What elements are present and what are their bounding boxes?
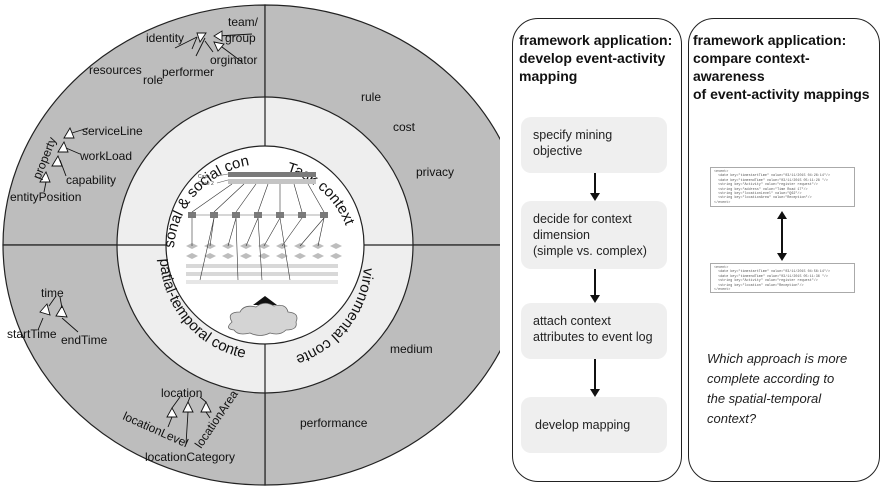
attr-team-group-2: group <box>225 31 256 45</box>
panel2-title-line1: framework application: <box>693 32 847 48</box>
attr-time: time <box>41 286 64 300</box>
step-attach-attributes: attach context attributes to event log <box>521 303 667 359</box>
attr-rule: rule <box>361 90 381 104</box>
arrow-step2-step3 <box>590 269 600 303</box>
process-model-illustration: Case 1 Case 2 <box>186 172 342 336</box>
step3-line2: attributes to event log <box>533 330 653 344</box>
step-specify-objective: specify mining objective <box>521 117 667 173</box>
comparison-question: Which approach is more complete accordin… <box>707 349 871 429</box>
attr-entityPosition: entityPosition <box>10 190 81 204</box>
attr-endTime: endTime <box>61 333 108 347</box>
attr-medium: medium <box>390 342 433 356</box>
panel1-title-line1: framework application: <box>519 32 673 48</box>
context-wheel: Personal & social context Task context E… <box>0 0 500 486</box>
double-arrow <box>777 211 787 261</box>
attr-performance: performance <box>300 416 368 430</box>
xml-event-log-detailed: <event> <date key="timestartTime" value=… <box>710 167 855 207</box>
attr-cost: cost <box>393 120 416 134</box>
step1-line1: specify mining <box>533 128 613 142</box>
panel-compare-mappings: framework application: compare context-a… <box>688 18 880 482</box>
case2-label: Case 2 <box>198 181 214 187</box>
panel2-title: framework application: compare context-a… <box>693 31 875 103</box>
panel1-title-line3: mapping <box>519 68 578 84</box>
attr-capability: capability <box>66 173 116 187</box>
step2-line2: dimension <box>533 228 590 242</box>
attr-performer: performer <box>162 65 214 79</box>
question-line3: the spatial-temporal <box>707 391 822 406</box>
attr-identity: identity <box>146 31 184 45</box>
attr-serviceLine: serviceLine <box>82 124 143 138</box>
attr-role: role <box>143 73 163 87</box>
step3-line1: attach context <box>533 314 611 328</box>
panel2-title-line2: compare context-awareness <box>693 50 810 84</box>
step2-line3: (simple vs. complex) <box>533 244 647 258</box>
attr-team-group-1: team/ <box>228 15 259 29</box>
step-decide-dimension: decide for context dimension (simple vs.… <box>521 201 667 269</box>
step4-line1: develop mapping <box>535 418 631 432</box>
panel1-title: framework application: develop event-act… <box>519 31 677 85</box>
arrow-step3-step4 <box>590 359 600 397</box>
question-line1: Which approach is more <box>707 351 848 366</box>
attr-orginator: orginator <box>210 53 257 67</box>
attr-privacy: privacy <box>416 165 454 179</box>
step2-line1: decide for context <box>533 212 632 226</box>
attr-workLoad: workLoad <box>79 149 132 163</box>
panel1-title-line2: develop event-activity <box>519 50 666 66</box>
attr-startTime: startTime <box>7 327 57 341</box>
arrow-step1-step2 <box>590 173 600 201</box>
question-line2: complete according to <box>707 371 835 386</box>
attr-resources: resources <box>89 63 142 77</box>
xml-event-log-simple: <event> <date key="timestartTime" value=… <box>710 263 855 293</box>
panel2-title-line3: of event-activity mappings <box>693 86 870 102</box>
step-develop-mapping: develop mapping <box>521 397 667 453</box>
step1-line2: objective <box>533 144 583 158</box>
question-line4: context? <box>707 411 757 426</box>
attr-location: location <box>161 386 202 400</box>
panel-develop-mapping: framework application: develop event-act… <box>512 18 682 482</box>
attr-locationCategory: locationCategory <box>145 450 235 464</box>
case1-label: Case 1 <box>198 174 214 180</box>
